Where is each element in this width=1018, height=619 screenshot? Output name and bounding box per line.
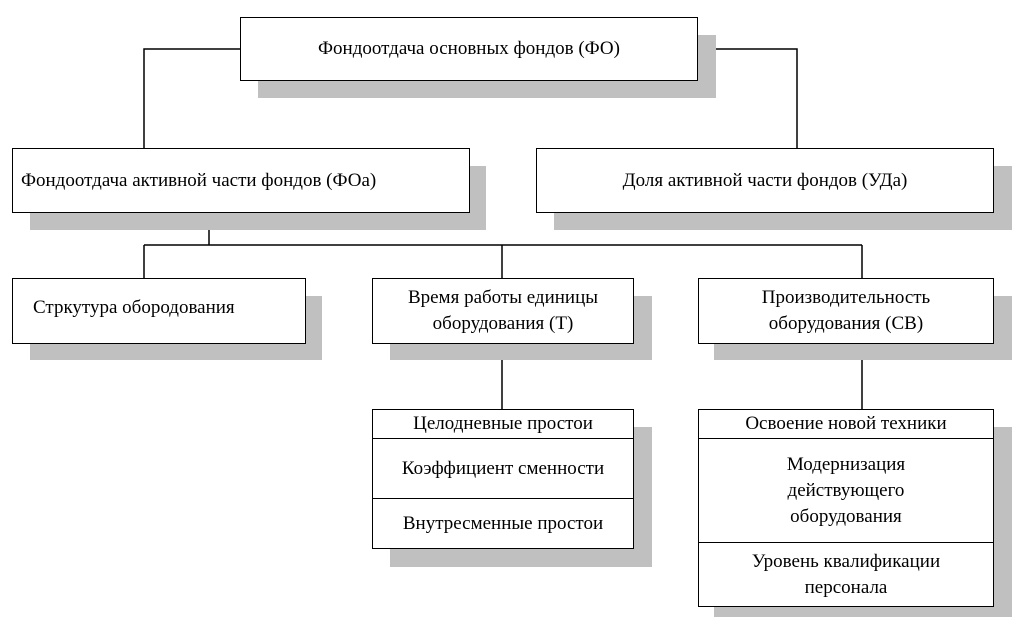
root-node: Фондоотдача основных фондов (ФО) bbox=[240, 17, 698, 81]
time-factor-item: Коэффициент сменности bbox=[373, 439, 633, 499]
productivity-factor-item: Модернизация действующего оборудования bbox=[699, 439, 993, 543]
time-factors-box: Целодневные простои Коэффициент сменност… bbox=[372, 409, 634, 549]
foa-node: Фондоотдача активной части фондов (ФОа) bbox=[12, 148, 470, 213]
structure-node: Стркутура обородования bbox=[12, 278, 306, 344]
time-factor-label: Коэффициент сменности bbox=[401, 457, 605, 479]
productivity-factor-label: Уровень квалификации персонала bbox=[751, 551, 941, 598]
productivity-factors-box: Освоение новой техники Модернизация дейс… bbox=[698, 409, 994, 607]
uda-node-label: Доля активной части фондов (УДа) bbox=[622, 169, 908, 191]
productivity-factor-label: Освоение новой техники bbox=[745, 413, 947, 434]
time-factor-item: Целодневные простои bbox=[373, 410, 633, 439]
time-node-label: Время работы единицы оборудования (Т) bbox=[407, 287, 599, 334]
time-factor-label: Целодневные простои bbox=[413, 413, 593, 434]
productivity-factor-item: Освоение новой техники bbox=[699, 410, 993, 439]
connector-root-to-foa bbox=[143, 48, 240, 148]
structure-node-label: Стркутура обородования bbox=[33, 297, 235, 318]
time-node: Время работы единицы оборудования (Т) bbox=[372, 278, 634, 344]
productivity-node: Производительность оборудования (СВ) bbox=[698, 278, 994, 344]
time-factor-item: Внутресменные простои bbox=[373, 499, 633, 549]
productivity-factor-item: Уровень квалификации персонала bbox=[699, 543, 993, 607]
productivity-node-label: Производительность оборудования (СВ) bbox=[761, 287, 931, 334]
time-factor-label: Внутресменные простои bbox=[402, 513, 604, 534]
productivity-factor-label: Модернизация действующего оборудования bbox=[786, 453, 906, 527]
foa-node-label: Фондоотдача активной части фондов (ФОа) bbox=[21, 169, 377, 191]
uda-node: Доля активной части фондов (УДа) bbox=[536, 148, 994, 213]
connector-root-to-uda bbox=[698, 48, 798, 148]
root-node-label: Фондоотдача основных фондов (ФО) bbox=[318, 38, 620, 59]
